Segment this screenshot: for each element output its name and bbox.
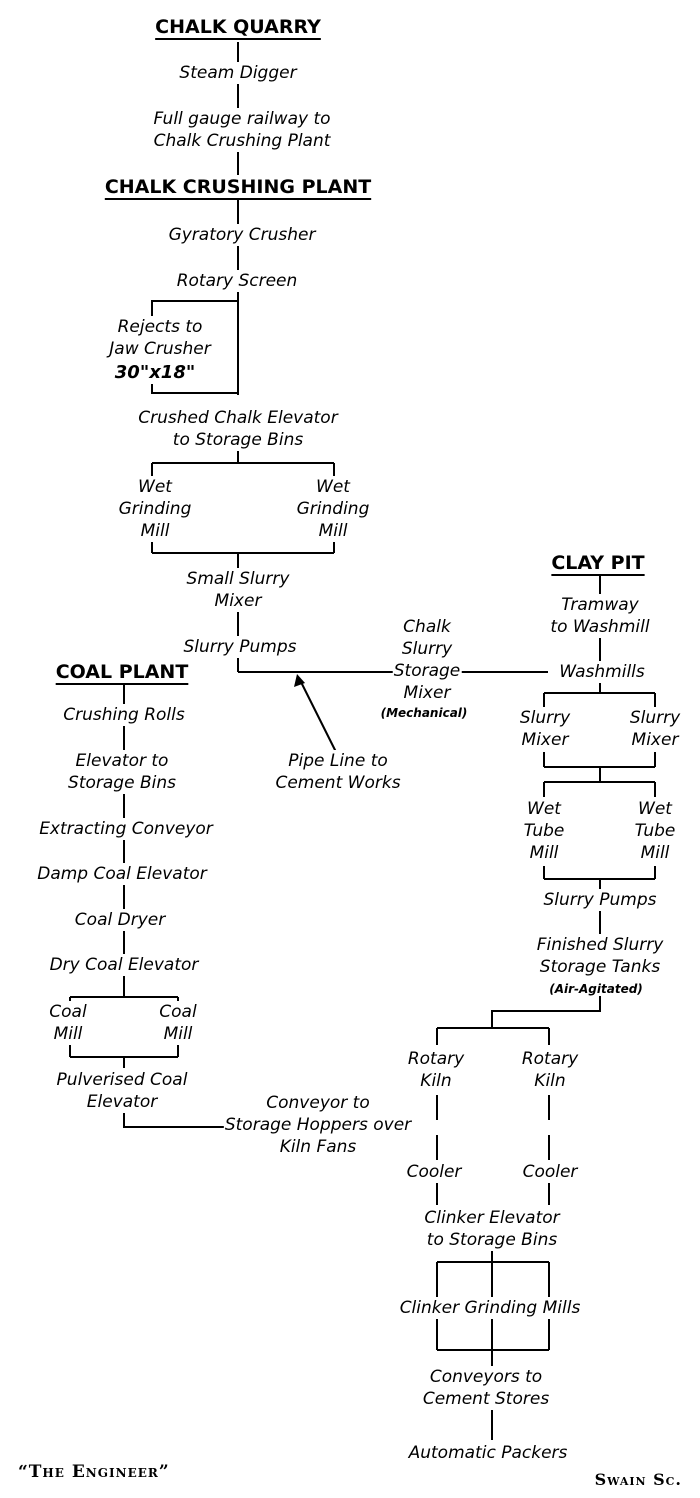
storage-mixer-note: (Mechanical) xyxy=(379,706,469,720)
rejects-to-jaw-crusher: Rejects to Jaw Crusher xyxy=(108,316,212,360)
wet-tube-mill-left: Wet Tube Mill xyxy=(522,798,566,864)
washmills: Washmills xyxy=(558,661,646,683)
slurry-pumps-chalk: Slurry Pumps xyxy=(182,636,298,658)
tanks-note: (Air-Agitated) xyxy=(548,982,644,996)
cooler-left: Cooler xyxy=(405,1161,463,1183)
wet-tube-mill-right: Wet Tube Mill xyxy=(633,798,677,864)
rotary-kiln-right: Rotary Kiln xyxy=(520,1048,580,1092)
coal-mill-right: Coal Mill xyxy=(158,1001,198,1045)
wet-grinding-mill-right: Wet Grinding Mill xyxy=(295,476,371,542)
rotary-kiln-left: Rotary Kiln xyxy=(406,1048,466,1092)
wet-grinding-mill-left: Wet Grinding Mill xyxy=(117,476,193,542)
chalk-slurry-storage-mixer: Chalk Slurry Storage Mixer xyxy=(392,616,462,704)
full-gauge-railway: Full gauge railway to Chalk Crushing Pla… xyxy=(152,108,332,152)
steam-digger: Steam Digger xyxy=(178,62,298,84)
elevator-to-storage-bins: Elevator to Storage Bins xyxy=(67,750,177,794)
finished-slurry-storage-tanks: Finished Slurry Storage Tanks xyxy=(535,934,665,978)
pulverised-coal-elevator: Pulverised Coal Elevator xyxy=(55,1069,189,1113)
slurry-mixer-right: Slurry Mixer xyxy=(628,707,682,751)
coal-dryer: Coal Dryer xyxy=(73,909,167,931)
damp-coal-elevator: Damp Coal Elevator xyxy=(36,863,208,885)
gyratory-crusher: Gyratory Crusher xyxy=(167,224,317,246)
pipe-line-label: Pipe Line to Cement Works xyxy=(274,750,402,794)
small-slurry-mixer: Small Slurry Mixer xyxy=(185,568,291,612)
clinker-elevator: Clinker Elevator to Storage Bins xyxy=(423,1207,561,1251)
crushing-rolls: Crushing Rolls xyxy=(62,704,186,726)
publication-caption: “The Engineer” xyxy=(18,1462,170,1482)
automatic-packers: Automatic Packers xyxy=(407,1442,569,1464)
heading-chalk-crushing-plant: CHALK CRUSHING PLANT xyxy=(103,175,373,199)
slurry-pumps-clay: Slurry Pumps xyxy=(542,889,658,911)
conveyor-to-storage-hoppers: Conveyor to Storage Hoppers over Kiln Fa… xyxy=(223,1092,413,1158)
coal-mill-left: Coal Mill xyxy=(48,1001,88,1045)
heading-coal-plant: COAL PLANT xyxy=(54,660,190,684)
heading-clay-pit: CLAY PIT xyxy=(550,551,646,575)
conveyors-to-cement-stores: Conveyors to Cement Stores xyxy=(421,1366,551,1410)
engraver-caption: Swain Sc. xyxy=(594,1470,682,1489)
extracting-conveyor: Extracting Conveyor xyxy=(38,818,214,840)
heading-chalk-quarry: CHALK QUARRY xyxy=(154,15,322,39)
tramway-to-washmill: Tramway to Washmill xyxy=(549,594,651,638)
crushed-chalk-elevator: Crushed Chalk Elevator to Storage Bins xyxy=(137,407,339,451)
slurry-mixer-left: Slurry Mixer xyxy=(518,707,572,751)
jaw-crusher-size: 30"x18" xyxy=(113,362,197,384)
rotary-screen: Rotary Screen xyxy=(175,270,299,292)
clinker-grinding-mills: Clinker Grinding Mills xyxy=(398,1297,582,1319)
dry-coal-elevator: Dry Coal Elevator xyxy=(48,954,200,976)
cooler-right: Cooler xyxy=(521,1161,579,1183)
